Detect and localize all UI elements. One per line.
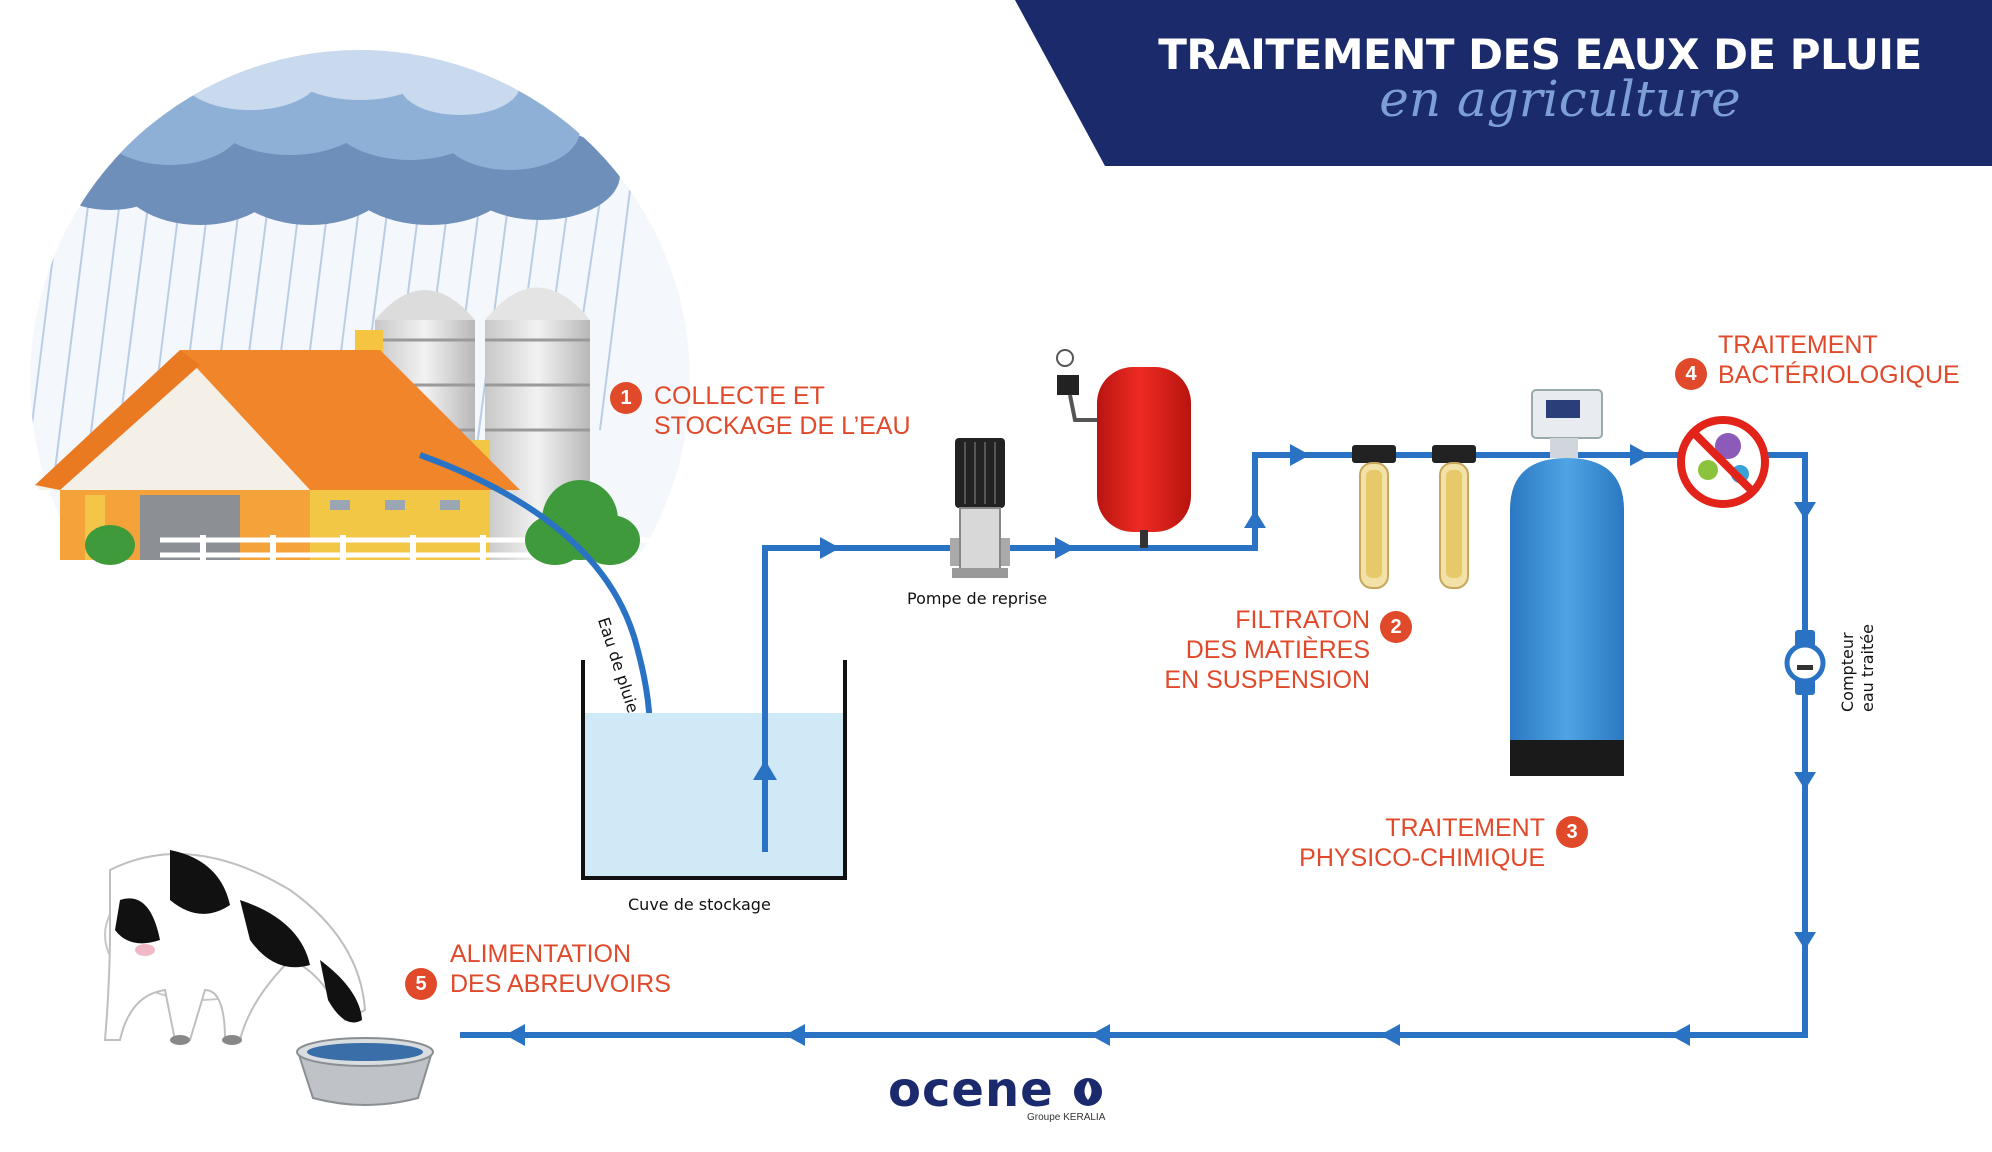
step-2-badge: 2: [1380, 611, 1412, 643]
meter-label: Compteur eau traitée: [1838, 624, 1878, 712]
step-1-line-2: STOCKAGE DE L’EAU: [654, 412, 911, 440]
header-banner: [1015, 0, 1992, 166]
step-5-line-1: ALIMENTATION: [450, 940, 632, 968]
step-4-badge: 4: [1675, 358, 1707, 390]
step-2-label: FILTRATON DES MATIÈRES EN SUSPENSION: [1120, 605, 1370, 695]
step-2-line-1: FILTRATON: [1235, 606, 1370, 634]
step-3-line-1: TRAITEMENT: [1385, 814, 1545, 842]
step-4-line-2: BACTÉRIOLOGIQUE: [1718, 361, 1960, 389]
expansion-vessel-icon: [1056, 349, 1191, 548]
water-trough-icon: [296, 1037, 434, 1106]
pump-icon: [950, 438, 1010, 578]
step-4-label: TRAITEMENT BACTÉRIOLOGIQUE: [1718, 330, 1960, 390]
meter-label-line-2: eau traitée: [1858, 624, 1877, 712]
water-meter-icon: [1784, 630, 1826, 695]
step-2-line-3: EN SUSPENSION: [1164, 666, 1370, 694]
step-3-line-2: PHYSICO-CHIMIQUE: [1299, 844, 1545, 872]
cow-illustration: [103, 850, 367, 1045]
step-3-label: TRAITEMENT PHYSICO-CHIMIQUE: [1245, 813, 1545, 873]
step-5-badge: 5: [405, 968, 437, 1000]
page-title: TRAITEMENT DES EAUX DE PLUIE: [1158, 30, 1922, 79]
ocene-drop-icon: [1074, 1078, 1102, 1106]
farm-building: [35, 330, 690, 565]
tank-label: Cuve de stockage: [628, 895, 771, 914]
page-subtitle: en agriculture: [1379, 70, 1741, 128]
pump-label: Pompe de reprise: [907, 589, 1048, 608]
step-1-line-1: COLLECTE ET: [654, 382, 825, 410]
step-5-line-2: DES ABREUVOIRS: [450, 970, 671, 998]
brand-logo: ocene: [888, 1062, 1054, 1118]
bacteria-treatment-icon: [1677, 416, 1769, 508]
softener-tank-icon: [1510, 389, 1624, 776]
meter-label-line-1: Compteur: [1838, 632, 1857, 712]
step-1-badge: 1: [610, 382, 642, 414]
brand-group: Groupe KERALIA: [1027, 1112, 1106, 1123]
flow-arrows: [505, 444, 1816, 1046]
storage-tank: [581, 660, 847, 880]
step-3-badge: 3: [1556, 816, 1588, 848]
step-4-line-1: TRAITEMENT: [1718, 331, 1878, 359]
step-5-label: ALIMENTATION DES ABREUVOIRS: [450, 939, 671, 999]
step-2-line-2: DES MATIÈRES: [1185, 636, 1370, 664]
water-circuit: [460, 452, 1808, 1038]
step-1-label: COLLECTE ET STOCKAGE DE L’EAU: [654, 381, 911, 441]
filter-cartridges-icon: [1352, 445, 1476, 589]
